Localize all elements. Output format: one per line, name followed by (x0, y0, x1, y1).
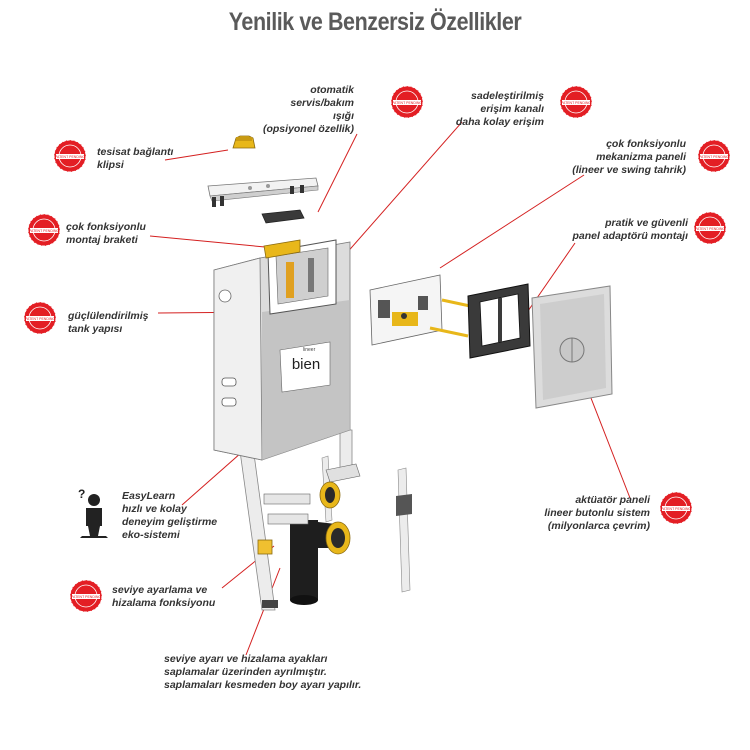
patent-badge-icon: PATENT PENDING (658, 490, 694, 531)
svg-text:PATENT PENDING: PATENT PENDING (71, 595, 101, 599)
person-thinking-icon: ? (76, 486, 110, 543)
feature-label-montaj: çok fonksiyonlu montaj braketi (66, 221, 146, 246)
patent-badge-icon: PATENT PENDING (22, 300, 58, 341)
patent-badge-icon: PATENT PENDING (68, 578, 104, 619)
svg-text:PATENT PENDING: PATENT PENDING (699, 155, 729, 159)
feature-label-mekanizma: çok fonksiyonlu mekanizma paneli (lineer… (572, 138, 686, 176)
brand-logo: bien (291, 356, 321, 373)
feature-label-sadelestirilmis: sadeleştirilmiş erişim kanalı daha kolay… (455, 90, 544, 128)
svg-text:PATENT PENDING: PATENT PENDING (695, 227, 725, 231)
patent-badge-icon: PATENT PENDING (692, 210, 728, 251)
svg-text:PATENT PENDING: PATENT PENDING (561, 101, 591, 105)
patent-badge-icon: PATENT PENDING (389, 84, 425, 125)
patent-badge-icon: PATENT PENDING (26, 212, 62, 253)
feature-label-easylearn: EasyLearn hızlı ve kolay deneyim gelişti… (122, 490, 218, 541)
patent-badge-icon: PATENT PENDING (558, 84, 594, 125)
adaptor-frame (467, 283, 531, 359)
feature-label-otomatik: otomatik servis/bakım ışığı (opsiyonel ö… (262, 84, 354, 135)
brand-label: lineer (303, 347, 316, 353)
feature-label-adaptor: pratik ve güvenli panel adaptörü montajı (572, 217, 688, 242)
svg-text:PATENT PENDING: PATENT PENDING (55, 155, 85, 159)
feature-label-tesisat: tesisat bağlantı klipsi (97, 146, 174, 171)
svg-text:?: ? (78, 487, 85, 501)
actuator-plate (531, 285, 613, 409)
svg-text:PATENT PENDING: PATENT PENDING (661, 507, 691, 511)
feature-label-ayaklar: seviye ayarı ve hizalama ayakları saplam… (164, 653, 362, 691)
patent-badge-icon: PATENT PENDING (52, 138, 88, 179)
feature-label-tank: güçlülendirilmiş tank yapısı (68, 310, 149, 335)
top-rail (207, 177, 319, 207)
svg-text:PATENT PENDING: PATENT PENDING (392, 101, 422, 105)
service-light-cover (261, 209, 305, 224)
svg-text:PATENT PENDING: PATENT PENDING (29, 229, 59, 233)
drain-pipe (263, 481, 351, 605)
feature-label-seviye: seviye ayarlama ve hizalama fonksiyonu (112, 584, 216, 609)
patent-badge-icon: PATENT PENDING (696, 138, 732, 179)
tank (213, 239, 351, 461)
svg-text:PATENT PENDING: PATENT PENDING (25, 317, 55, 321)
feature-label-aktuator: aktüatör paneli lineer butonlu sistem (m… (544, 494, 650, 532)
mechanism-panel (369, 274, 471, 346)
page-title: Yenilik ve Benzersiz Özellikler (228, 8, 522, 36)
connection-clip (232, 135, 256, 149)
